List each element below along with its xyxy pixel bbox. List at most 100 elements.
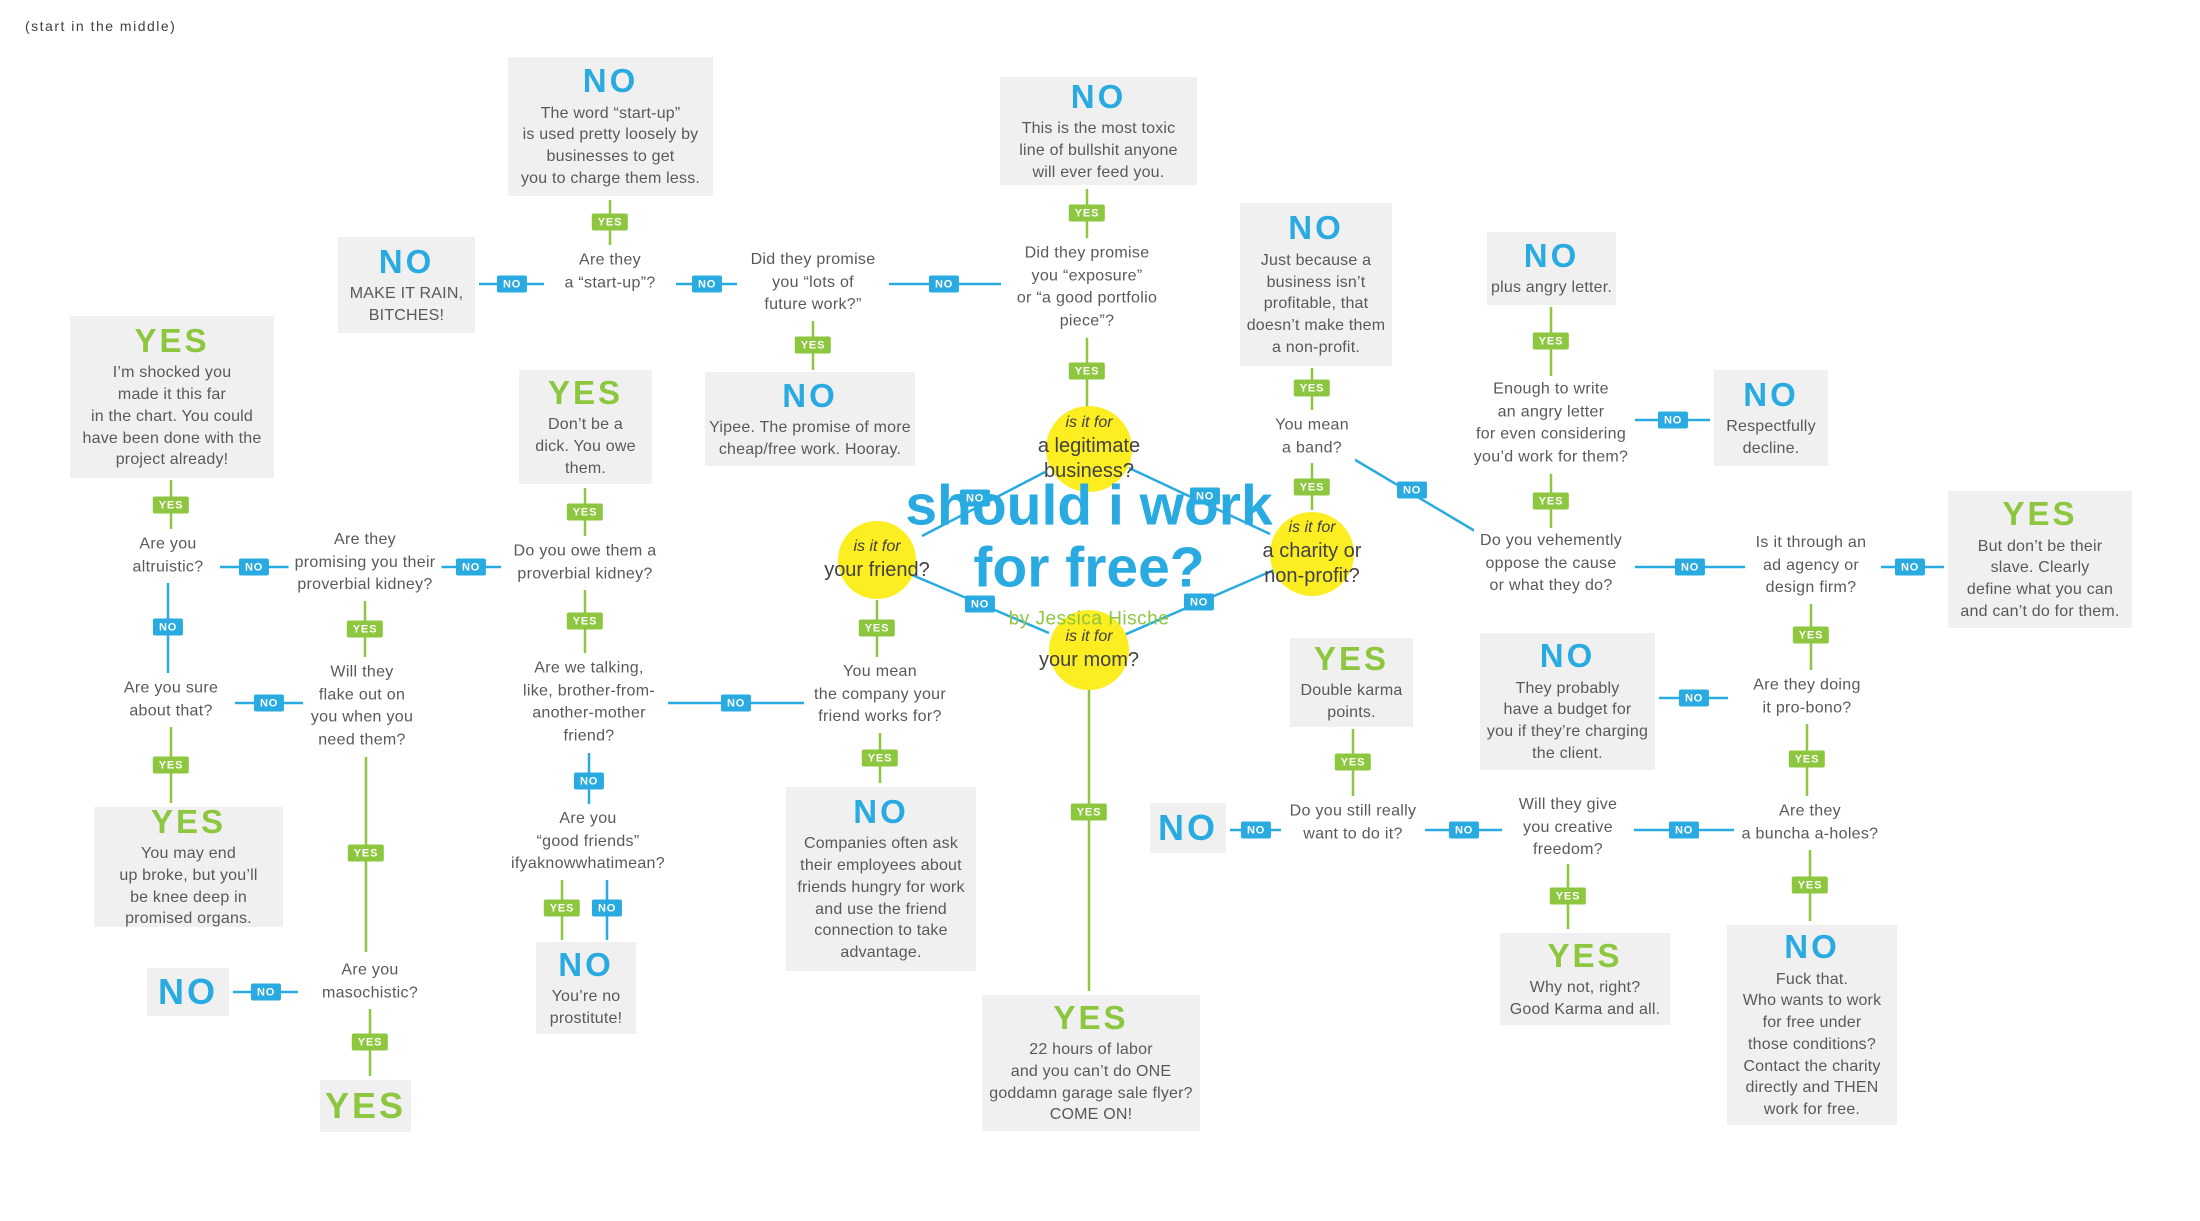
decision-circle-your-mom: is it for your mom? [1039, 610, 1139, 690]
no-badge: NO [691, 275, 723, 293]
no-badge: NO [152, 618, 184, 636]
box-text: They probably have a budget for you if t… [1486, 679, 1649, 762]
terminal-box-make-it-rain: NO MAKE IT RAIN, BITCHES! [338, 237, 475, 333]
verdict: NO [1784, 928, 1840, 966]
yes-badge: YES [1293, 478, 1331, 496]
no-badge: NO [253, 694, 285, 712]
question-promising-kidney: Are they promising you their proverbial … [288, 526, 442, 600]
yes-badge: YES [152, 496, 190, 514]
decision-circle-text: is it for a legitimate business? [1038, 413, 1140, 485]
box-text: Just because a business isn’t profitable… [1246, 251, 1386, 356]
no-badge: NO [1240, 821, 1272, 839]
circle-prefix: is it for [853, 537, 901, 555]
decision-circle-your-friend: is it for your friend? [824, 521, 930, 599]
no-badge: NO [1657, 411, 1689, 429]
verdict: YES [324, 1085, 407, 1127]
question-buncha-a-holes: Are they a buncha a-holes? [1735, 798, 1885, 848]
question-enough-angry-letter: Enough to write an angry letter for even… [1467, 376, 1635, 472]
terminal-box-shocked: YES I’m shocked you made it this far in … [70, 316, 274, 478]
no-badge: NO [1894, 558, 1926, 576]
decision-circle-charity-nonprofit: is it for a charity or non-profit? [1263, 512, 1361, 596]
verdict: NO [1158, 807, 1218, 849]
yes-badge: YES [1293, 379, 1331, 397]
yes-badge: YES [1532, 332, 1570, 350]
box-text: Double karma points. [1300, 682, 1403, 722]
yes-badge: YES [794, 336, 832, 354]
yes-badge: YES [858, 619, 896, 637]
decision-circle-legitimate-business: is it for a legitimate business? [1038, 406, 1140, 492]
question-still-want-to-do-it: Do you still really want to do it? [1283, 798, 1423, 848]
verdict: NO [1523, 236, 1580, 274]
verdict: YES [2002, 495, 2078, 533]
yes-badge: YES [591, 213, 629, 231]
box-text: Why not, right? Good Karma and all. [1509, 978, 1661, 1018]
yes-badge: YES [152, 756, 190, 774]
yes-badge: YES [566, 503, 604, 521]
circle-prefix: is it for [1288, 519, 1336, 537]
no-badge: NO [720, 694, 752, 712]
question-brother-from-another-mother: Are we talking, like, brother-from- anot… [517, 655, 661, 751]
byline: by Jessica Hische [1008, 608, 1170, 630]
no-badge: NO [496, 275, 528, 293]
no-badge: NO [959, 489, 991, 507]
verdict: NO [378, 242, 435, 280]
terminal-box-22-hours-of-labor: YES 22 hours of labor and you can’t do O… [982, 995, 1200, 1131]
verdict: NO [582, 62, 639, 100]
box-text: Respectfully decline. [1726, 417, 1816, 457]
circle-label: a charity or non-profit? [1262, 539, 1362, 588]
yes-badge: YES [1788, 750, 1826, 768]
verdict: NO [158, 971, 218, 1013]
terminal-box-toxic-line: NO This is the most toxic line of bullsh… [1000, 77, 1197, 185]
question-oppose-the-cause: Do you vehemently oppose the cause or wh… [1473, 527, 1629, 601]
box-text: Yipee. The promise of more cheap/free wo… [709, 418, 911, 458]
box-text: Companies often ask their employees abou… [797, 835, 965, 962]
no-badge: NO [1183, 593, 1215, 611]
terminal-box-respectfully-decline: NO Respectfully decline. [1714, 370, 1828, 466]
box-text: But don’t be their slave. Clearly define… [1960, 537, 2120, 620]
terminal-box-no-right: NO [1150, 803, 1226, 853]
box-text: I’m shocked you made it this far in the … [82, 364, 262, 469]
box-text: This is the most toxic line of bullshit … [1019, 120, 1178, 181]
no-badge: NO [455, 558, 487, 576]
terminal-box-dont-be-their-slave: YES But don’t be their slave. Clearly de… [1948, 491, 2132, 628]
yes-badge: YES [861, 749, 899, 767]
box-text: You may end up broke, but you’ll be knee… [119, 845, 258, 928]
yes-badge: YES [346, 620, 384, 638]
question-exposure-portfolio: Did they promise you “exposure” or “a go… [1010, 240, 1164, 336]
terminal-box-plus-angry-letter: NO plus angry letter. [1487, 232, 1616, 305]
verdict: YES [134, 321, 210, 359]
verdict: NO [1743, 375, 1799, 413]
no-badge: NO [250, 983, 282, 1001]
terminal-box-yes-bottom: YES [320, 1080, 411, 1132]
circle-label: your friend? [824, 558, 930, 581]
no-badge: NO [928, 275, 960, 293]
terminal-box-startup-no: NO The word “start-up” is used pretty lo… [508, 57, 713, 196]
question-sure-about-that: Are you sure about that? [117, 675, 225, 725]
no-badge: NO [591, 899, 623, 917]
circle-prefix: is it for [1065, 414, 1113, 432]
decision-circle-text: is it for your friend? [824, 537, 930, 583]
question-masochistic: Are you masochistic? [315, 957, 425, 1007]
yes-badge: YES [543, 899, 581, 917]
terminal-box-why-not: YES Why not, right? Good Karma and all. [1500, 933, 1670, 1025]
question-you-mean-a-band: You mean a band? [1269, 412, 1355, 462]
yes-badge: YES [1532, 492, 1570, 510]
yes-badge: YES [1068, 204, 1106, 222]
verdict: YES [150, 802, 227, 840]
terminal-box-dont-be-a-dick: YES Don’t be a dick. You owe them. [519, 370, 652, 484]
title-line-2: for free? [973, 535, 1205, 599]
yes-badge: YES [1334, 753, 1372, 771]
start-hint: (start in the middle) [25, 18, 177, 34]
terminal-box-yipee: NO Yipee. The promise of more cheap/free… [705, 372, 915, 466]
no-badge: NO [573, 772, 605, 790]
question-lots-of-future-work: Did they promise you “lots of future wor… [744, 246, 882, 320]
no-badge: NO [238, 558, 270, 576]
verdict: YES [1547, 936, 1623, 974]
terminal-box-no-prostitute: NO You’re no prostitute! [536, 942, 636, 1034]
verdict: NO [853, 793, 909, 831]
box-text: MAKE IT RAIN, BITCHES! [349, 284, 464, 324]
terminal-box-double-karma: YES Double karma points. [1290, 638, 1413, 727]
question-ad-agency-design-firm: Is it through an ad agency or design fir… [1749, 529, 1873, 603]
verdict: YES [1053, 998, 1129, 1036]
